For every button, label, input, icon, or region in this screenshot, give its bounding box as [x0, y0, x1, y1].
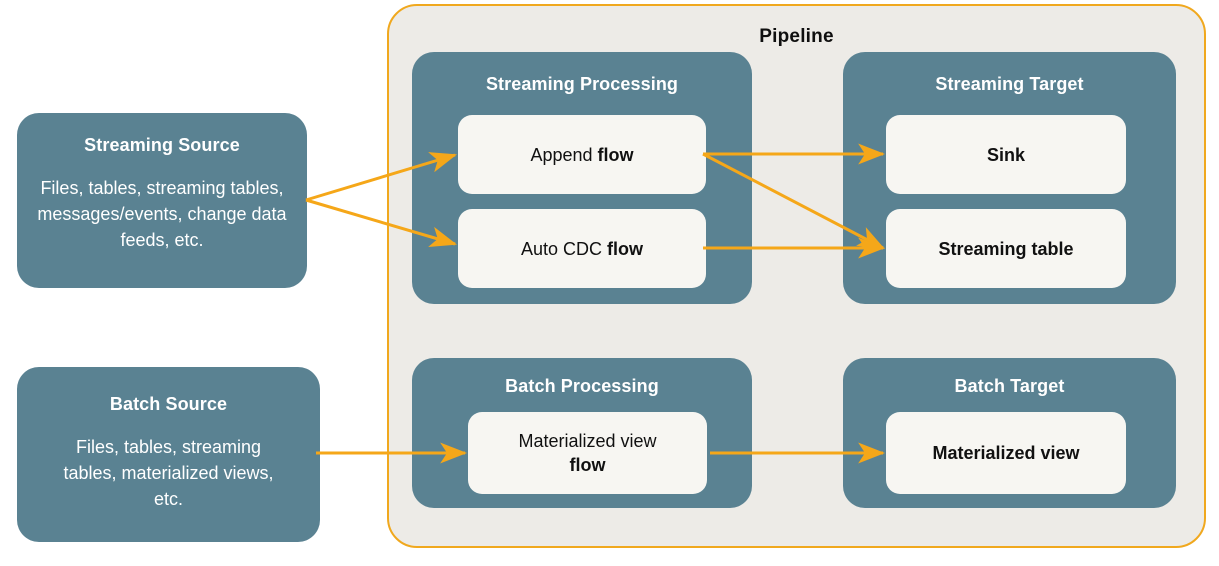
batch-source-title: Batch Source	[109, 394, 228, 414]
append-flow-label: Append	[530, 144, 598, 165]
append-flow-label-bold: flow	[597, 144, 634, 165]
pipeline-title: Pipeline	[759, 26, 834, 47]
materialized-view-flow-label-bold: flow	[569, 455, 606, 475]
streaming-processing-title: Streaming Processing	[485, 74, 679, 94]
card-streaming-table[interactable]: Streaming table	[886, 209, 1126, 288]
batch-processing-title: Batch Processing	[505, 376, 659, 396]
card-sink[interactable]: Sink	[886, 115, 1126, 194]
streaming-source-box[interactable]: Streaming Source Files, tables, streamin…	[17, 113, 307, 288]
streaming-table-label: Streaming table	[938, 238, 1074, 259]
batch-source-body: Files, tables, streaming tables, materia…	[63, 437, 274, 509]
materialized-view-label: Materialized view	[932, 443, 1080, 463]
card-materialized-view-flow[interactable]: Materialized view flow	[468, 412, 707, 494]
streaming-source-title: Streaming Source	[84, 135, 240, 155]
batch-source-box[interactable]: Batch Source Files, tables, streaming ta…	[17, 367, 320, 542]
sink-label: Sink	[986, 144, 1025, 165]
card-materialized-view[interactable]: Materialized view	[886, 412, 1126, 494]
batch-target-title: Batch Target	[954, 376, 1065, 396]
streaming-target-title: Streaming Target	[935, 74, 1084, 94]
streaming-source-body: Files, tables, streaming tables, message…	[37, 178, 287, 250]
card-append-flow[interactable]: Append flow	[458, 115, 706, 194]
auto-cdc-flow-label-bold: flow	[607, 238, 644, 259]
auto-cdc-flow-label: Auto CDC	[520, 238, 608, 259]
card-auto-cdc-flow[interactable]: Auto CDC flow	[458, 209, 706, 288]
materialized-view-flow-label: Materialized view	[518, 431, 657, 451]
